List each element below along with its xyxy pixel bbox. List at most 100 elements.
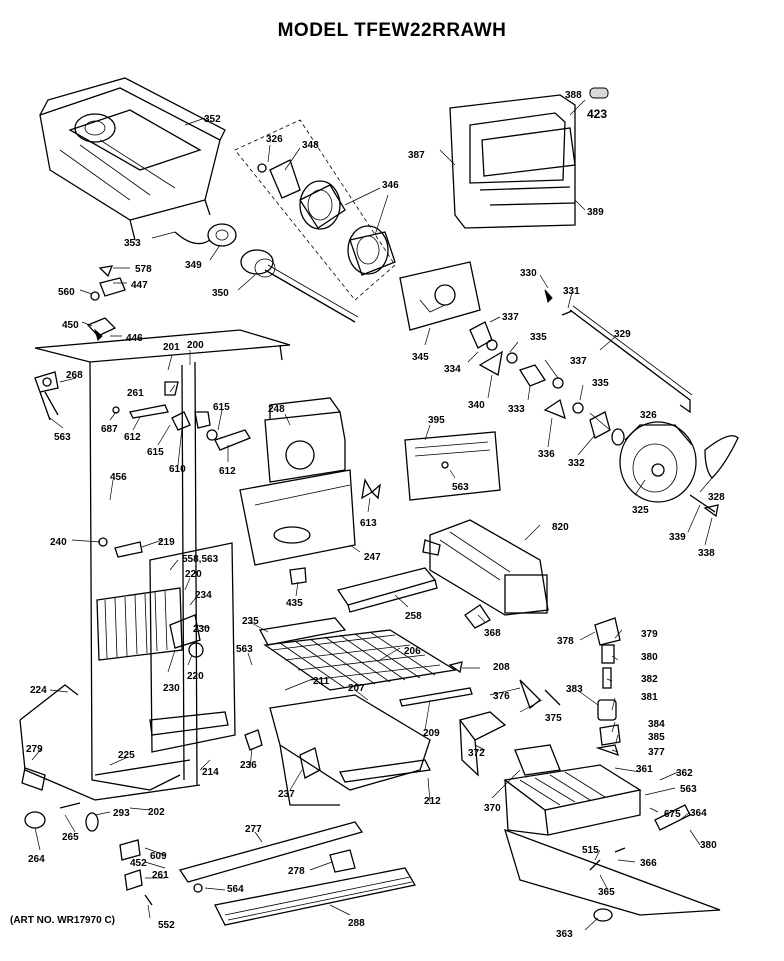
timer-cover-part bbox=[458, 711, 561, 777]
part-label: 352 bbox=[204, 114, 221, 125]
part-label: 248 bbox=[268, 404, 285, 415]
part-label: 558,563 bbox=[182, 554, 219, 565]
mounting-bracket-part bbox=[399, 261, 481, 331]
part-label: 515 bbox=[582, 845, 599, 856]
part-label: 366 bbox=[640, 858, 657, 869]
part-label: 615 bbox=[213, 402, 230, 413]
part-label: 211 bbox=[313, 676, 330, 687]
part-label: 230 bbox=[163, 683, 180, 694]
part-label: 446 bbox=[126, 333, 143, 344]
part-label: 278 bbox=[288, 866, 305, 877]
part-label: 613 bbox=[360, 518, 377, 529]
part-label: 340 bbox=[468, 400, 485, 411]
part-label: 364 bbox=[690, 808, 707, 819]
part-label: 345 bbox=[412, 352, 429, 363]
part-label: 447 bbox=[131, 280, 148, 291]
part-label: 219 bbox=[158, 537, 175, 548]
part-label: 372 bbox=[468, 748, 485, 759]
part-label: 268 bbox=[66, 370, 83, 381]
part-label: 265 bbox=[62, 832, 79, 843]
part-label: 615 bbox=[147, 447, 164, 458]
part-label: 362 bbox=[676, 768, 693, 779]
part-label: 348 bbox=[302, 140, 319, 151]
part-label: 370 bbox=[484, 803, 501, 814]
part-label: 202 bbox=[148, 807, 165, 818]
part-label: 381 bbox=[641, 692, 658, 703]
part-label: 456 bbox=[110, 472, 127, 483]
part-label: 384 bbox=[648, 719, 665, 730]
part-label: 208 bbox=[493, 662, 510, 673]
part-label: 350 bbox=[212, 288, 229, 299]
evaporator-panel-part bbox=[96, 537, 236, 753]
part-label: 220 bbox=[185, 569, 202, 580]
part-label: 612 bbox=[124, 432, 141, 443]
clip-hardware-part bbox=[112, 381, 251, 451]
part-label: 264 bbox=[28, 854, 45, 865]
machine-compartment-part bbox=[503, 764, 721, 922]
freezer-drawer-part bbox=[244, 694, 431, 806]
part-label: 563 bbox=[452, 482, 469, 493]
part-label: 563 bbox=[54, 432, 71, 443]
part-label: 258 bbox=[405, 611, 422, 622]
part-label: 337 bbox=[570, 356, 587, 367]
part-label: 288 bbox=[348, 918, 365, 929]
part-label: 609 bbox=[150, 851, 167, 862]
part-label: 234 bbox=[195, 590, 212, 601]
part-label: 335 bbox=[530, 332, 547, 343]
part-label: 378 bbox=[557, 636, 574, 647]
part-label: 346 bbox=[382, 180, 399, 191]
part-label: 328 bbox=[708, 492, 725, 503]
part-label: 334 bbox=[444, 364, 461, 375]
part-label: 201 bbox=[163, 342, 180, 353]
dispenser-motor-part bbox=[611, 421, 739, 518]
ice-chute-part bbox=[289, 567, 491, 629]
part-label: 339 bbox=[669, 532, 686, 543]
part-label: 383 bbox=[566, 684, 583, 695]
ice-bucket-part bbox=[39, 77, 226, 241]
part-label: 361 bbox=[636, 764, 653, 775]
part-label: 379 bbox=[641, 629, 658, 640]
part-label: 200 bbox=[187, 340, 204, 351]
part-label: 388 bbox=[565, 90, 582, 101]
freezer-cabinet-frame bbox=[34, 329, 291, 791]
part-label: 279 bbox=[26, 744, 43, 755]
fan-bracket-part bbox=[239, 397, 381, 566]
part-label: 382 bbox=[641, 674, 658, 685]
part-label: 330 bbox=[520, 268, 537, 279]
part-label: 380 bbox=[641, 652, 658, 663]
part-label: 261 bbox=[127, 388, 144, 399]
part-label: 560 bbox=[58, 287, 75, 298]
part-label: 236 bbox=[240, 760, 257, 771]
part-label: 235 bbox=[242, 616, 259, 627]
dispenser-door-part bbox=[449, 87, 609, 229]
part-label: 675 bbox=[664, 809, 681, 820]
part-label: 240 bbox=[50, 537, 67, 548]
ice-maker-part bbox=[422, 519, 549, 616]
part-label: 247 bbox=[364, 552, 381, 563]
leader-lines bbox=[31, 99, 713, 931]
thermostat-parts bbox=[519, 617, 621, 757]
part-label: 206 bbox=[404, 646, 421, 657]
part-label: 333 bbox=[508, 404, 525, 415]
part-label: 452 bbox=[130, 858, 147, 869]
part-label: 332 bbox=[568, 458, 585, 469]
art-number: (ART NO. WR17970 C) bbox=[10, 915, 116, 926]
part-label: 380 bbox=[700, 840, 717, 851]
part-label: 450 bbox=[62, 320, 79, 331]
part-number-labels: 352 326 348 346 387 388 423 389 353 349 … bbox=[26, 90, 725, 940]
part-label: 610 bbox=[169, 464, 186, 475]
part-label: 376 bbox=[493, 691, 510, 702]
part-label: 385 bbox=[648, 732, 665, 743]
part-label: 563 bbox=[680, 784, 697, 795]
part-label: 368 bbox=[484, 628, 501, 639]
part-label: 687 bbox=[101, 424, 118, 435]
part-label: 338 bbox=[698, 548, 715, 559]
part-label: 395 bbox=[428, 415, 445, 426]
part-label: 375 bbox=[545, 713, 562, 724]
part-label: 563 bbox=[236, 644, 253, 655]
part-label: 331 bbox=[563, 286, 580, 297]
part-label: 224 bbox=[30, 685, 47, 696]
part-label: 225 bbox=[118, 750, 135, 761]
part-label: 612 bbox=[219, 466, 236, 477]
part-label: 423 bbox=[587, 107, 607, 121]
